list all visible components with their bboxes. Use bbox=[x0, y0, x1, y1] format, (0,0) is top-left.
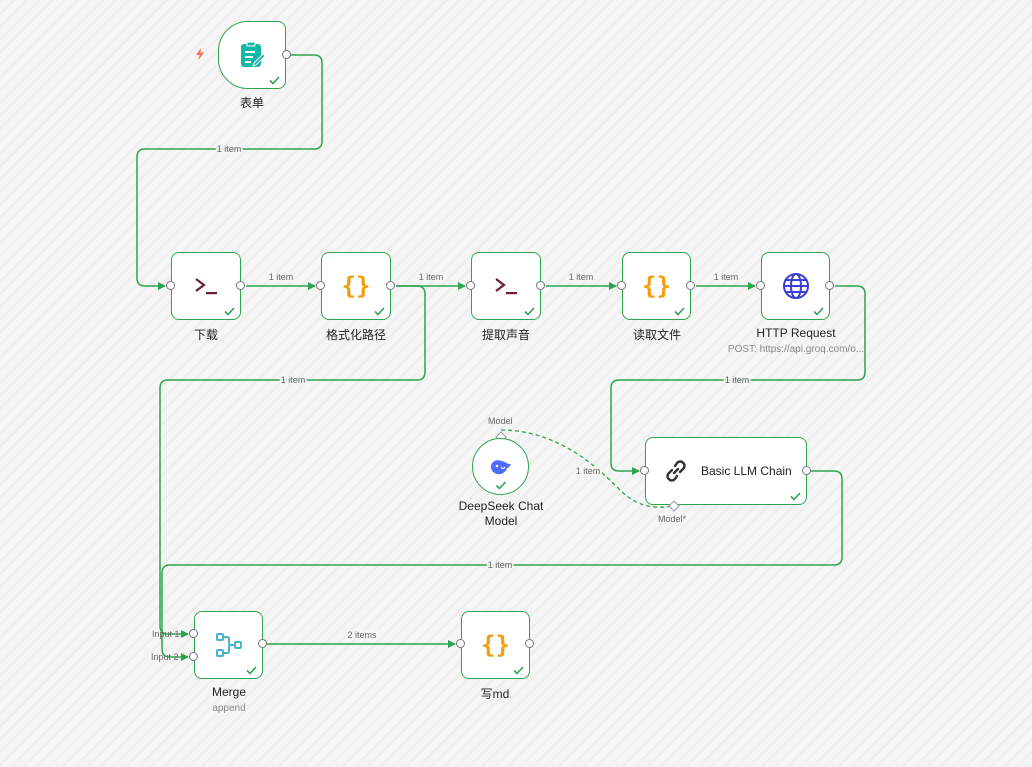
edge-model-llm[interactable] bbox=[500, 429, 675, 508]
input-handle[interactable] bbox=[617, 281, 626, 290]
edge-label-download-format: 1 item bbox=[267, 272, 295, 282]
output-handle[interactable] bbox=[686, 281, 695, 290]
node-label-http-request: HTTP Request bbox=[756, 326, 836, 340]
success-check-icon bbox=[224, 307, 235, 316]
node-subtitle-http-request: POST: https://api.groq.com/o... bbox=[727, 344, 865, 355]
edge-label-format-merge: 1 item bbox=[279, 375, 307, 385]
merge-icon bbox=[214, 631, 244, 659]
output-handle[interactable] bbox=[258, 639, 267, 648]
input-handle-1[interactable] bbox=[189, 629, 198, 638]
edge-label-merge-write: 2 items bbox=[346, 630, 378, 640]
node-label-basic-llm-chain: Basic LLM Chain bbox=[701, 464, 792, 478]
node-merge[interactable] bbox=[194, 611, 263, 679]
input-handle[interactable] bbox=[756, 281, 765, 290]
node-label-write-md: 写md bbox=[480, 687, 510, 701]
node-label-extract-audio: 提取声音 bbox=[481, 328, 531, 342]
input-handle[interactable] bbox=[466, 281, 475, 290]
edge-label-extract-read: 1 item bbox=[567, 272, 595, 282]
edge-label-llm-merge: 1 item bbox=[486, 560, 514, 570]
success-check-icon bbox=[269, 76, 280, 85]
link-icon bbox=[662, 457, 690, 485]
output-handle[interactable] bbox=[282, 50, 291, 59]
output-handle[interactable] bbox=[802, 466, 811, 475]
node-http-request[interactable] bbox=[761, 252, 830, 320]
deepseek-whale-icon bbox=[489, 457, 513, 477]
edge-label-http-llm: 1 item bbox=[723, 375, 751, 385]
output-handle[interactable] bbox=[236, 281, 245, 290]
node-read-file[interactable]: {} bbox=[622, 252, 691, 320]
node-label-deepseek-line1: DeepSeek Chat bbox=[458, 499, 544, 513]
input-handle[interactable] bbox=[456, 639, 465, 648]
node-download[interactable] bbox=[171, 252, 241, 320]
terminal-icon bbox=[493, 276, 519, 296]
port-label-input-2: Input 2 bbox=[151, 652, 179, 662]
node-extract-audio[interactable] bbox=[471, 252, 541, 320]
success-check-icon bbox=[813, 307, 824, 316]
node-label-deepseek-line2: Model bbox=[484, 514, 518, 528]
port-label-model-required: Model* bbox=[658, 514, 687, 524]
edge-label-read-http: 1 item bbox=[712, 272, 740, 282]
output-handle[interactable] bbox=[536, 281, 545, 290]
port-label-model: Model bbox=[488, 416, 513, 426]
input-handle[interactable] bbox=[316, 281, 325, 290]
success-check-icon bbox=[374, 307, 385, 316]
node-deepseek-chat-model[interactable] bbox=[472, 438, 529, 495]
node-format-path[interactable]: {} bbox=[321, 252, 391, 320]
input-handle[interactable] bbox=[166, 281, 175, 290]
success-check-icon bbox=[674, 307, 685, 316]
node-label-read-file: 读取文件 bbox=[632, 328, 682, 342]
node-subtitle-merge: append bbox=[212, 703, 246, 714]
success-check-icon bbox=[524, 307, 535, 316]
code-braces-icon: {} bbox=[481, 631, 510, 659]
node-label-form: 表单 bbox=[239, 96, 265, 110]
code-braces-icon: {} bbox=[642, 272, 671, 300]
output-handle[interactable] bbox=[386, 281, 395, 290]
success-check-icon bbox=[495, 481, 506, 490]
success-check-icon bbox=[790, 492, 801, 501]
node-basic-llm-chain[interactable]: Basic LLM Chain bbox=[645, 437, 807, 505]
edge-label-form-download: 1 item bbox=[215, 144, 243, 154]
node-label-merge: Merge bbox=[211, 685, 247, 699]
terminal-icon bbox=[193, 276, 219, 296]
success-check-icon bbox=[513, 666, 524, 675]
edge-label-model-llm: 1 item bbox=[574, 466, 602, 476]
success-check-icon bbox=[246, 666, 257, 675]
output-handle[interactable] bbox=[825, 281, 834, 290]
code-braces-icon: {} bbox=[341, 272, 371, 300]
globe-icon bbox=[781, 271, 811, 301]
trigger-bolt-icon bbox=[194, 48, 206, 60]
node-label-download: 下载 bbox=[193, 328, 219, 342]
edge-label-format-extract: 1 item bbox=[417, 272, 445, 282]
output-handle[interactable] bbox=[525, 639, 534, 648]
node-form[interactable] bbox=[218, 21, 286, 89]
input-handle-2[interactable] bbox=[189, 652, 198, 661]
node-write-md[interactable]: {} bbox=[461, 611, 530, 679]
form-icon bbox=[237, 40, 267, 70]
port-label-input-1: Input 1 bbox=[152, 629, 180, 639]
node-label-format-path: 格式化路径 bbox=[325, 328, 387, 342]
input-handle[interactable] bbox=[640, 466, 649, 475]
